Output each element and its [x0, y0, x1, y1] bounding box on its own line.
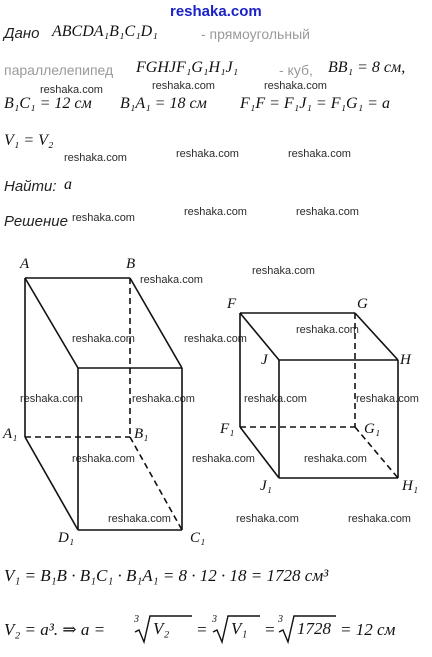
watermark: reshaka.com — [236, 513, 299, 525]
solution-heading: Решение — [4, 213, 68, 230]
radicand: V₁ — [231, 619, 248, 638]
watermark: reshaka.com — [72, 453, 135, 465]
prism-name: ABCDA₁B₁C₁D₁ — [52, 23, 158, 40]
vertex-label-g1: G₁ — [364, 421, 380, 437]
parallelepiped-word: параллелепипед — [4, 62, 114, 78]
watermark: reshaka.com — [304, 453, 367, 465]
vertex-label-a1: A₁ — [2, 426, 17, 442]
radical-sign-icon — [134, 615, 192, 645]
radical-sign-icon — [278, 615, 336, 645]
root-index: 3 — [278, 614, 283, 625]
site-title: reshaka.com — [170, 3, 262, 20]
watermark: reshaka.com — [296, 324, 359, 336]
watermark: reshaka.com — [152, 80, 215, 92]
vertex-label-h1: H₁ — [401, 478, 418, 494]
watermark: reshaka.com — [140, 274, 203, 286]
watermark: reshaka.com — [108, 513, 171, 525]
formula-result: = 12 см — [340, 620, 396, 639]
bb1-length: BB₁ = 8 см, — [328, 59, 406, 76]
vertex-label-d1: D₁ — [57, 530, 74, 546]
watermark: reshaka.com — [40, 84, 103, 96]
cube-name: FGHJF₁G₁H₁J₁ — [136, 59, 239, 76]
given-heading: Дано — [4, 25, 40, 42]
watermark: reshaka.com — [244, 393, 307, 405]
watermark: reshaka.com — [192, 453, 255, 465]
b1a1-length: B₁A₁ = 18 см — [120, 95, 207, 112]
cube-word: - куб, — [279, 62, 313, 78]
vertex-label-g: G — [357, 296, 368, 312]
radical-sign-icon — [212, 615, 260, 645]
watermark: reshaka.com — [184, 206, 247, 218]
vertex-label-b1: B₁ — [134, 426, 148, 442]
watermark: reshaka.com — [252, 265, 315, 277]
vertex-label-b: B — [126, 256, 135, 272]
watermark: reshaka.com — [72, 212, 135, 224]
vertex-label-j1: J₁ — [260, 478, 272, 494]
equals-sign: = — [196, 620, 208, 639]
prism-figure — [24, 277, 183, 531]
watermark: reshaka.com — [176, 148, 239, 160]
watermark: reshaka.com — [296, 206, 359, 218]
watermark: reshaka.com — [20, 393, 83, 405]
radicand: 1728 — [297, 619, 331, 638]
watermark: reshaka.com — [264, 80, 327, 92]
cube-edges: F₁F = F₁J₁ = F₁G₁ = a — [240, 95, 390, 112]
b1c1-length: B₁C₁ = 12 см — [4, 95, 92, 112]
prism-type: - прямоугольный — [201, 26, 310, 42]
vertex-label-h: H — [399, 352, 412, 368]
vertex-label-f1: F₁ — [219, 421, 234, 437]
formula-v1: V₁ = B₁B · B₁C₁ · B₁A₁ = 8 · 12 · 18 = 1… — [4, 566, 329, 585]
vertex-label-a: A — [19, 256, 30, 272]
figures: A B A₁ B₁ D₁ C₁ F G J H F₁ G₁ J₁ H₁ — [2, 256, 418, 546]
volumes-equal: V₁ = V₂ — [4, 132, 54, 149]
watermark: reshaka.com — [288, 148, 351, 160]
find-heading: Найти: — [4, 178, 57, 195]
find-value: a — [64, 176, 72, 193]
watermark: reshaka.com — [72, 333, 135, 345]
cube-figure — [239, 312, 399, 479]
radicand: V₂ — [153, 619, 170, 638]
root-index: 3 — [134, 614, 139, 625]
watermark: reshaka.com — [132, 393, 195, 405]
watermark: reshaka.com — [348, 513, 411, 525]
vertex-label-c1: C₁ — [190, 530, 205, 546]
vertex-label-j: J — [261, 352, 269, 368]
watermark: reshaka.com — [184, 333, 247, 345]
watermark: reshaka.com — [356, 393, 419, 405]
root-index: 3 — [212, 614, 217, 625]
equals-sign: = — [264, 620, 276, 639]
vertex-label-f: F — [226, 296, 237, 312]
formula-v2-lhs: V₂ = a³. ⇒ a = — [4, 620, 106, 639]
watermark: reshaka.com — [64, 152, 127, 164]
